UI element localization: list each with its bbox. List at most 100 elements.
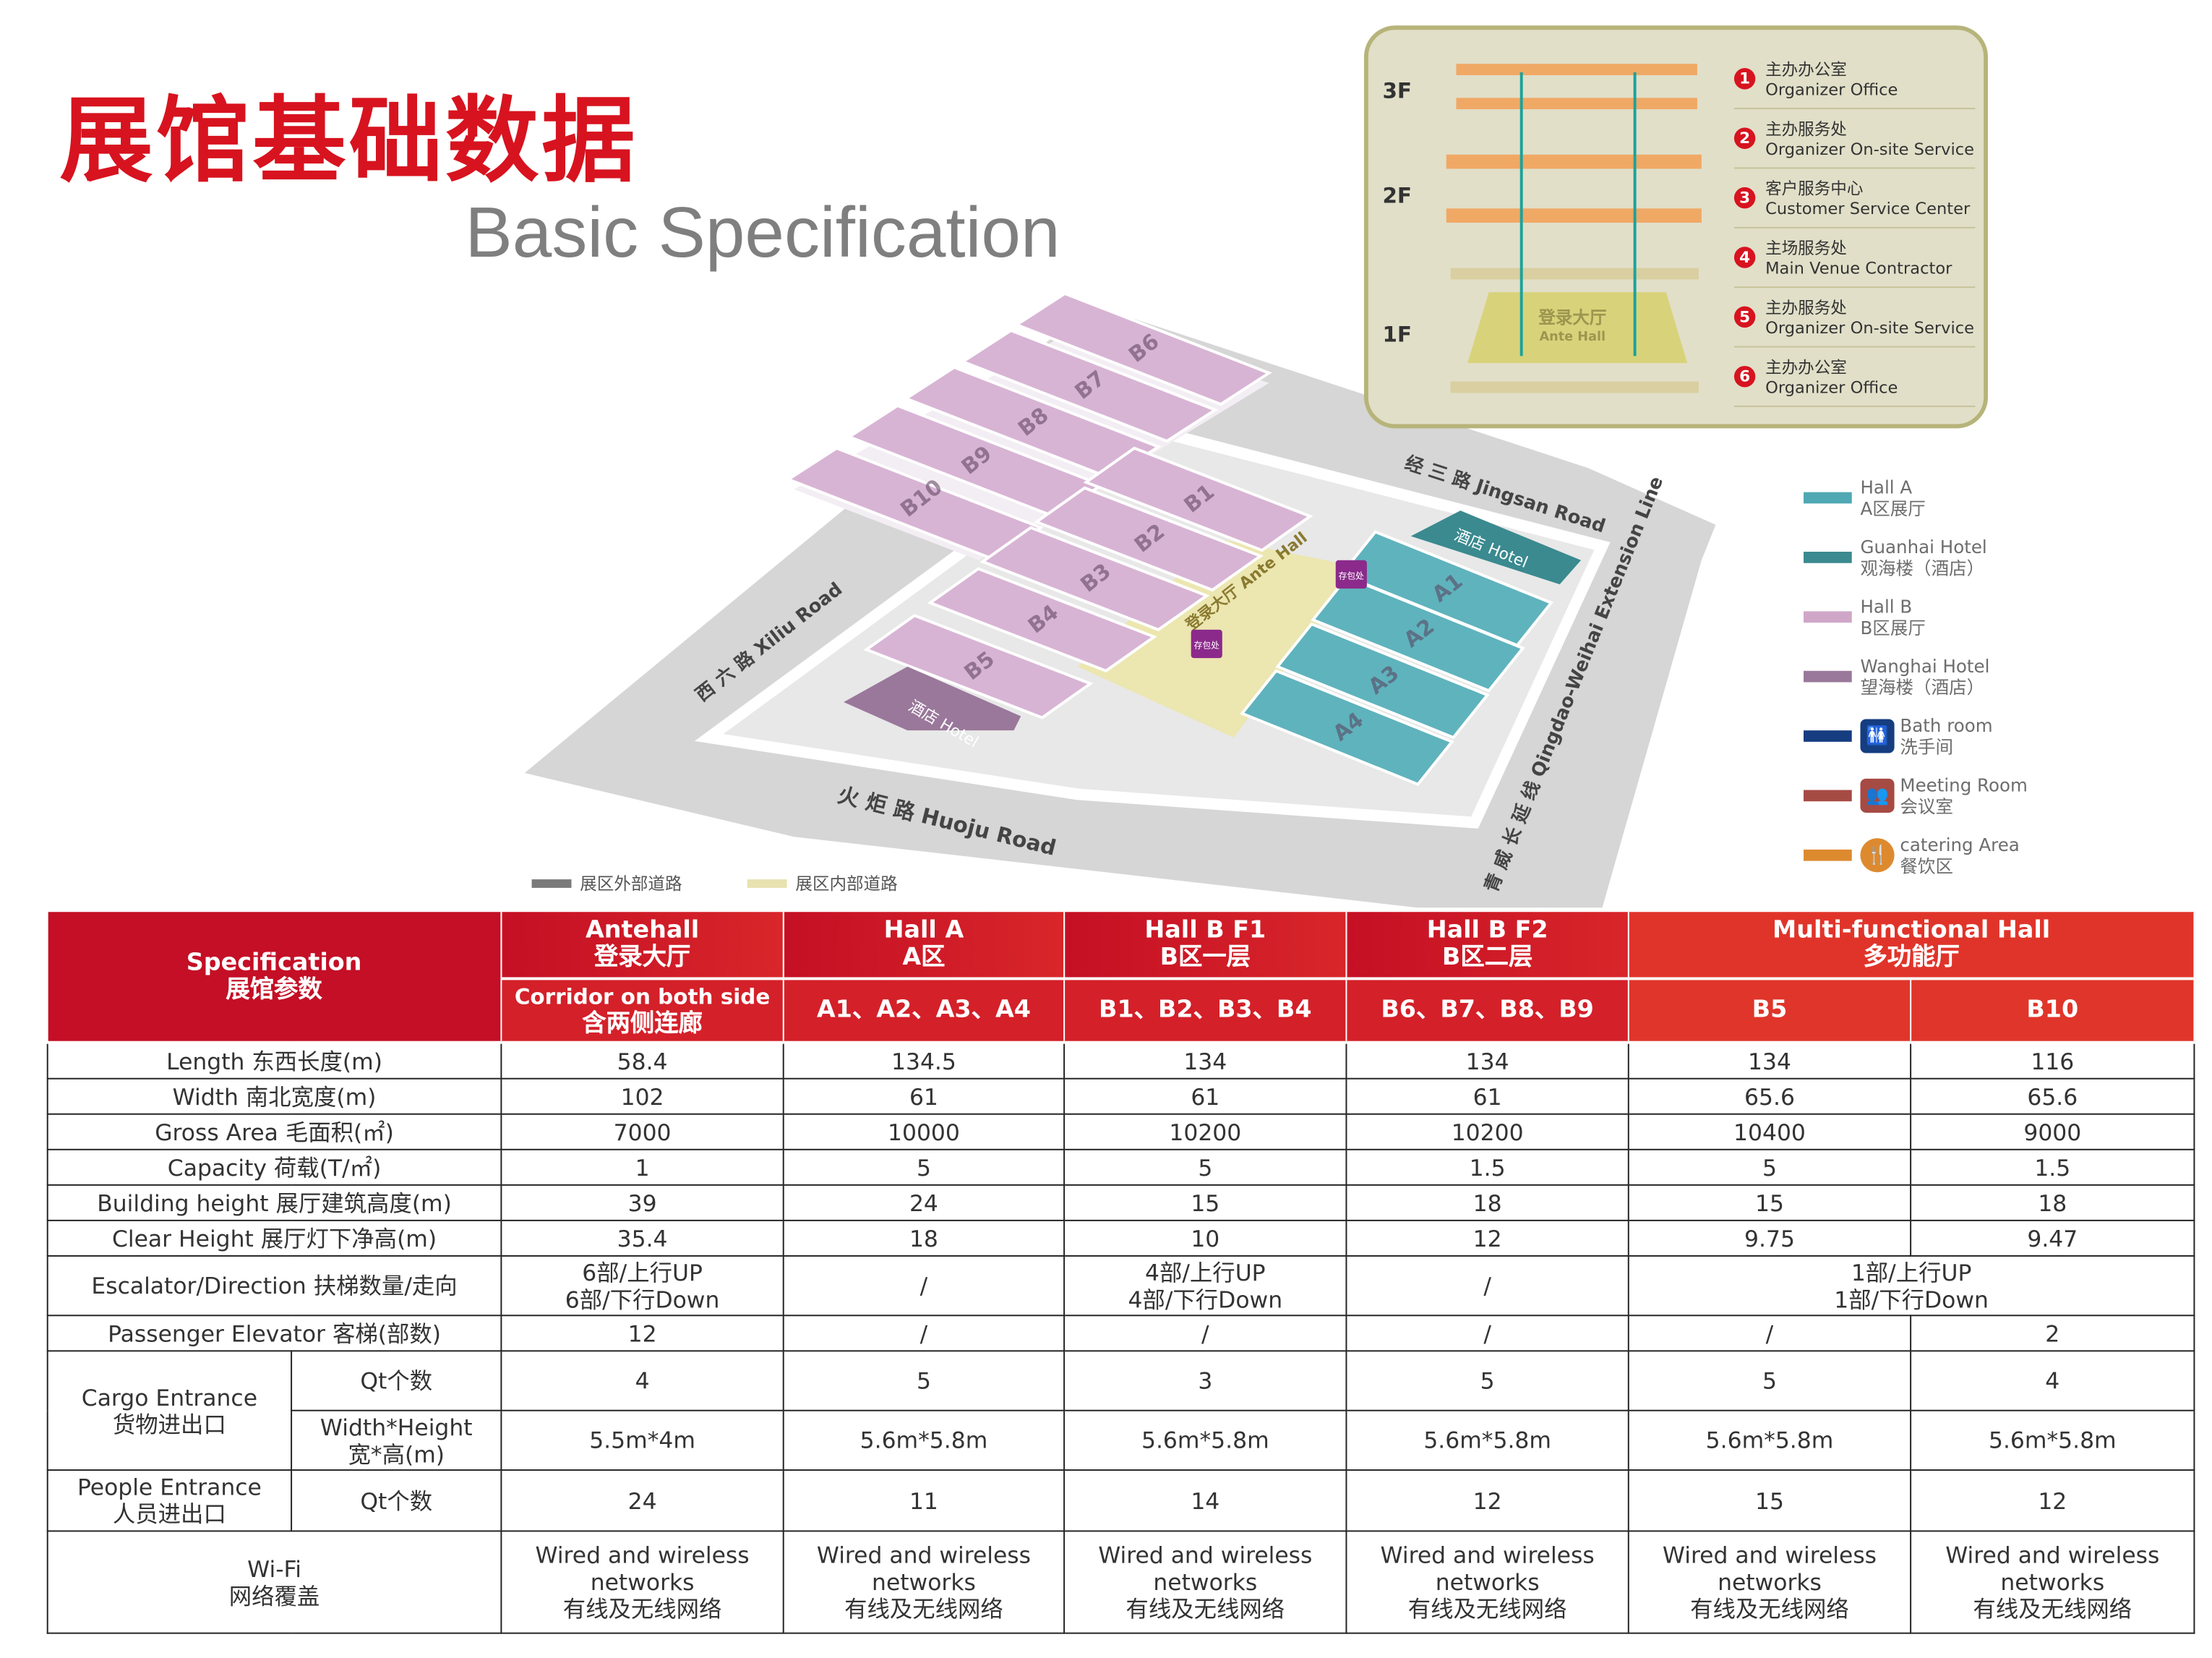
legend-label-en: Hall A: [1860, 477, 1913, 498]
cell: 15: [1627, 1469, 1912, 1532]
legend-label-cn: 观海楼（酒店）: [1860, 557, 1985, 579]
facility-name-cn: 主场服务处: [1765, 237, 1847, 258]
number-badge-icon: 5: [1733, 306, 1756, 328]
road-key-outer: 展区外部道路: [531, 871, 682, 894]
legend-label-en: Meeting Room: [1900, 774, 2028, 796]
cell: 10: [1063, 1219, 1347, 1257]
row-label: Width 南北宽度(m): [46, 1077, 502, 1115]
coat-check-icon: [1191, 629, 1222, 659]
row-label: Capacity 荷载(T/㎡): [46, 1148, 502, 1186]
road-key-outer-label: 展区外部道路: [580, 873, 682, 894]
cell: 5: [1345, 1350, 1629, 1411]
cell: 5: [1063, 1148, 1347, 1186]
table-row-elevator: Passenger Elevator 客梯(部数)12////2: [46, 1315, 2195, 1352]
cell: 2: [1910, 1315, 2195, 1352]
facility-name-en: Organizer On-site Service: [1765, 138, 1975, 158]
hall-b4: [927, 567, 1157, 672]
legend-swatch: [1804, 670, 1852, 683]
cell: 18: [782, 1219, 1066, 1257]
cell: 134: [1345, 1041, 1629, 1080]
cell: 61: [1063, 1077, 1347, 1115]
cell: 61: [782, 1077, 1066, 1115]
cell: 65.6: [1910, 1077, 2195, 1115]
cell: 12: [500, 1315, 784, 1352]
facility-name-en: Organizer On-site Service: [1765, 317, 1975, 337]
number-badge-icon: 2: [1733, 127, 1756, 149]
hall-a2: [1311, 575, 1525, 693]
cell: 134: [1063, 1041, 1347, 1080]
cell: 102: [500, 1077, 784, 1115]
cell: 5: [782, 1350, 1066, 1411]
outer-road-swatch: [531, 879, 572, 887]
restroom-icon: 🚻: [1860, 719, 1895, 753]
cell: 5.5m*4m: [500, 1409, 784, 1471]
cell: 12: [1345, 1219, 1629, 1257]
legend-label-en: catering Area: [1900, 834, 2020, 855]
cell: 15: [1627, 1184, 1912, 1221]
cell: 1.5: [1910, 1148, 2195, 1186]
cell: 39: [500, 1184, 784, 1221]
legend-label-en: Bath room: [1900, 714, 1993, 737]
legend-label-cn: 会议室: [1900, 795, 1953, 817]
cell: 134.5: [782, 1041, 1066, 1080]
hall-b5: [863, 614, 1094, 719]
legend-label-cn: B区展厅: [1860, 617, 1926, 638]
hall-b3: [979, 526, 1210, 632]
facility-name-cn: 主办服务处: [1765, 296, 1847, 317]
cell: /: [1627, 1315, 1912, 1352]
cell: 10400: [1627, 1113, 1912, 1150]
cell: 12: [1345, 1469, 1629, 1532]
cell: 5: [1627, 1148, 1912, 1186]
inner-road-swatch: [747, 879, 787, 887]
sub-hall-b-f1: B1、B2、B3、B4: [1064, 978, 1347, 1044]
cell: 15: [1063, 1184, 1347, 1221]
facility-name-en: Organizer Office: [1765, 376, 1898, 397]
antehall-floor-label-en: Ante Hall: [1539, 330, 1606, 345]
sub-label: Qt个数: [291, 1469, 502, 1532]
hall-b7: [959, 328, 1219, 443]
cell: 35.4: [500, 1219, 784, 1257]
cell: /: [1063, 1315, 1347, 1352]
number-badge-icon: 4: [1733, 247, 1756, 268]
row-label: Gross Area 毛面积(㎡): [46, 1113, 502, 1150]
coat-check-badge-2: 存包处: [1335, 560, 1367, 589]
row-label: Escalator/Direction 扶梯数量/走向: [46, 1255, 502, 1317]
facility-name-cn: 主办办公室: [1765, 356, 1847, 377]
cell: 1.5: [1345, 1148, 1629, 1186]
cell: 12: [1910, 1469, 2195, 1532]
cell: 5: [1627, 1350, 1912, 1411]
